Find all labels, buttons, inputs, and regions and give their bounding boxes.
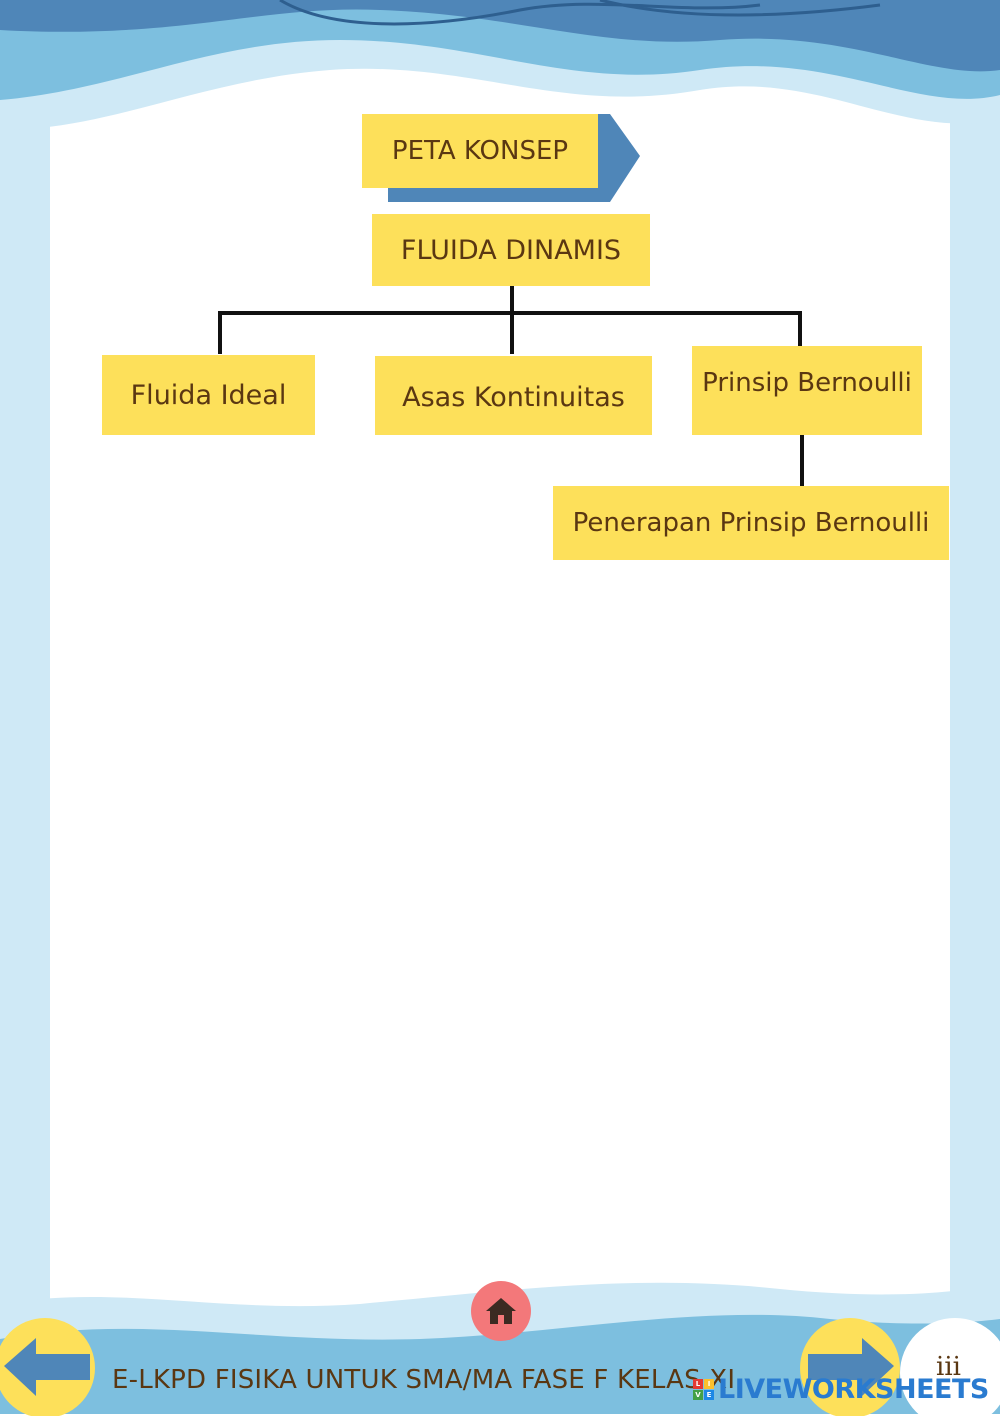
top-wave-decoration — [0, 0, 1000, 130]
next-page-button[interactable] — [800, 1316, 910, 1418]
right-frame-border — [950, 0, 1000, 1414]
home-button[interactable] — [471, 1281, 531, 1341]
page-number-badge — [900, 1318, 1000, 1428]
liveworksheets-watermark: L I V E LIVEWORKSHEETS — [693, 1374, 989, 1405]
bottom-wave-decoration — [0, 1282, 1000, 1414]
page-number: iii — [936, 1352, 961, 1382]
concept-node-asas-kontinuitas: Asas Kontinuitas — [375, 356, 652, 435]
concept-node-fluida-ideal: Fluida Ideal — [102, 355, 315, 435]
page-title-banner: PETA KONSEP — [362, 114, 642, 204]
liveworksheets-wordmark: LIVEWORKSHEETS — [718, 1374, 989, 1405]
concept-node-prinsip-bernoulli: Prinsip Bernoulli — [692, 346, 922, 435]
left-frame-border — [0, 0, 50, 1414]
arrow-right-icon — [800, 1318, 900, 1418]
footer-title: E-LKPD FISIKA UNTUK SMA/MA FASE F KELAS … — [112, 1365, 736, 1395]
page-title: PETA KONSEP — [362, 114, 598, 188]
arrow-left-icon — [0, 1318, 95, 1418]
previous-page-button[interactable] — [0, 1316, 100, 1418]
concept-node-penerapan-prinsip-bernoulli: Penerapan Prinsip Bernoulli — [553, 486, 949, 560]
concept-root-node: FLUIDA DINAMIS — [372, 214, 650, 286]
liveworksheets-logo-icon: L I V E — [693, 1379, 714, 1400]
home-icon — [486, 1298, 516, 1324]
